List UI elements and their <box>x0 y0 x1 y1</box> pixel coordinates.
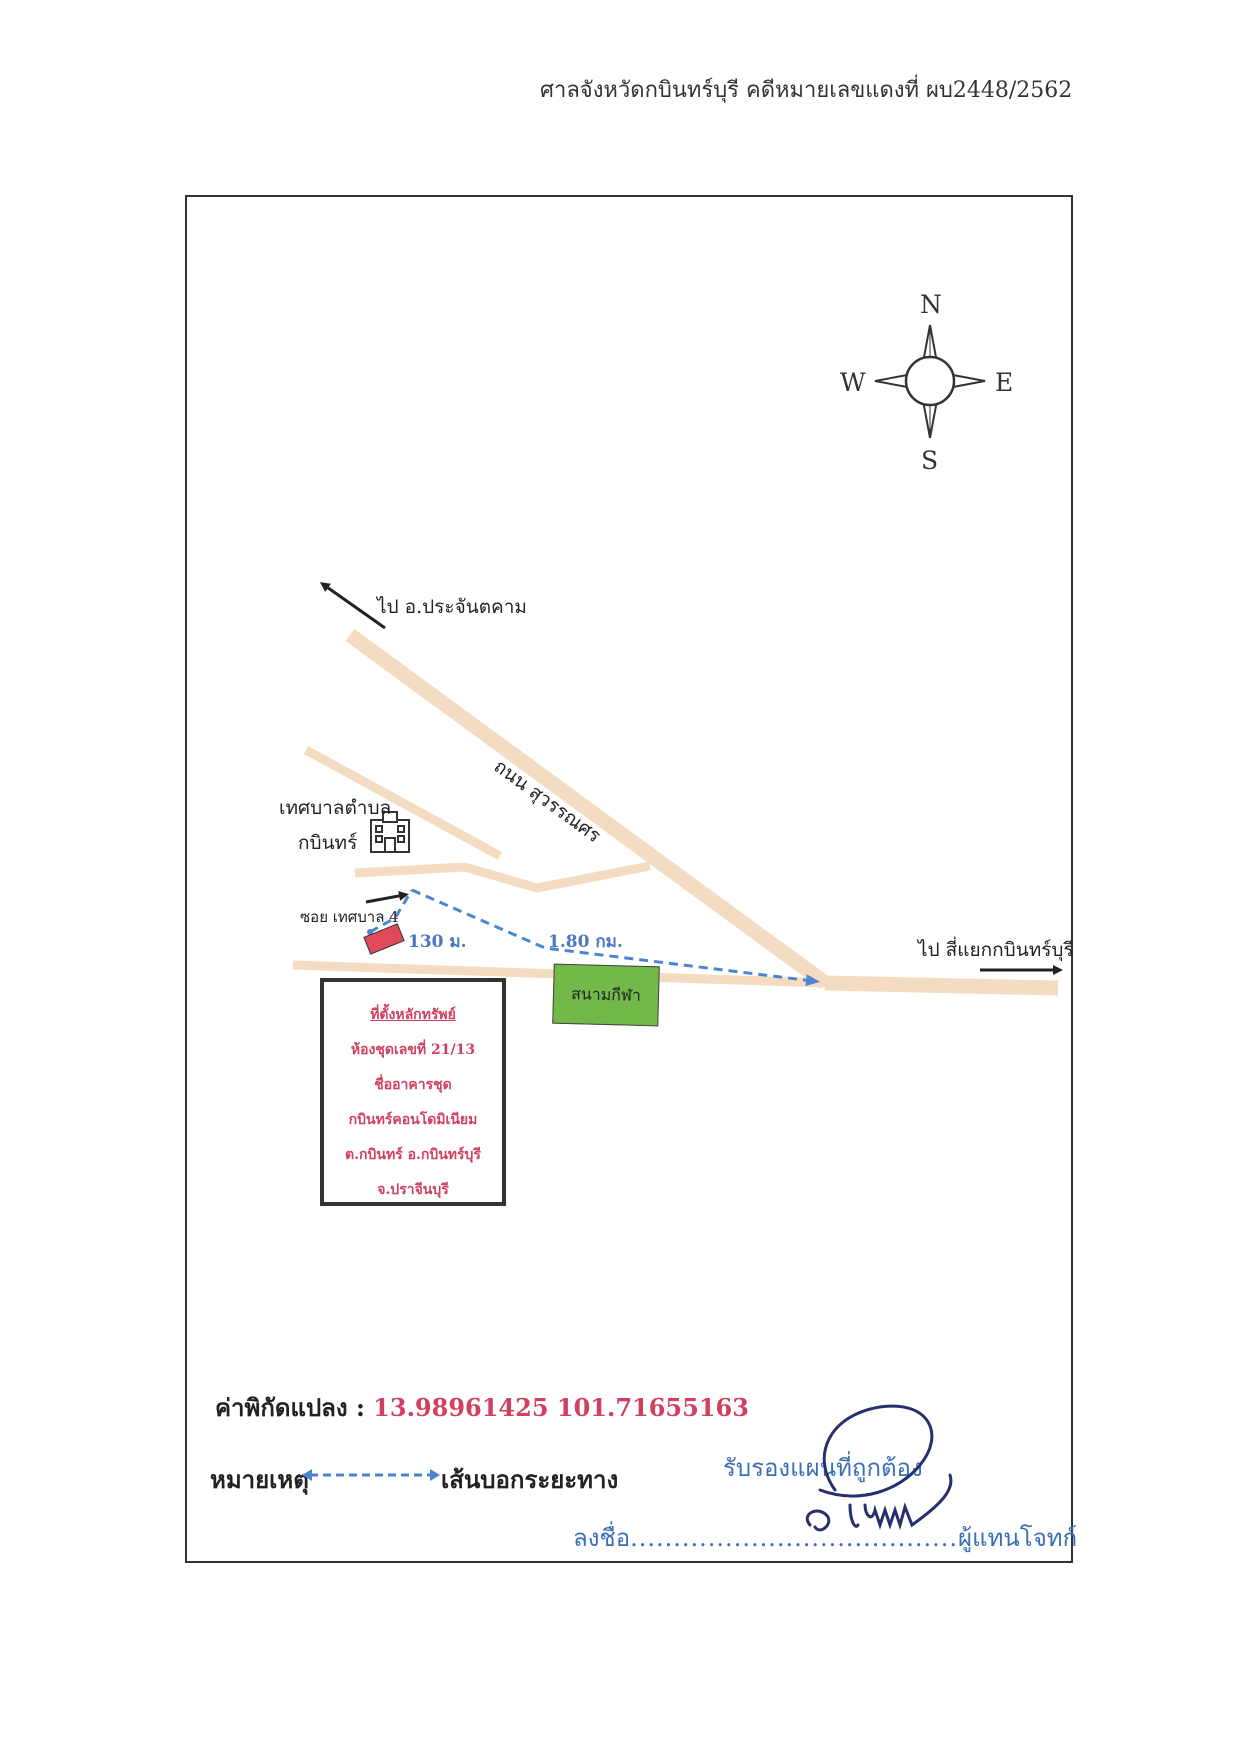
arrow-to-prachantakham <box>319 582 386 630</box>
route <box>369 888 820 987</box>
side-road-upper <box>303 746 503 860</box>
legend-label: หมายเหตุ <box>210 1465 309 1494</box>
property-title: ที่ตั้งหลักทรัพย์ <box>370 1007 456 1023</box>
property-info-box: ที่ตั้งหลักทรัพย์ ห้องชุดเลขที่ 21/13 ชื… <box>320 978 506 1206</box>
map-frame <box>185 195 1073 1563</box>
compass-south: S <box>921 446 939 475</box>
sign-suffix: ผู้แทนโจทก์ <box>958 1524 1078 1552</box>
label-distance-130m: 130 ม. <box>408 932 467 952</box>
building-icon <box>370 811 410 853</box>
signature-icon <box>805 1404 953 1532</box>
roads <box>292 628 1059 996</box>
main-road <box>345 628 830 990</box>
stadium: สนามกีฬา <box>552 963 660 1027</box>
property-building-label: ชื่ออาคารชุด <box>374 1077 452 1093</box>
property-marker <box>363 923 405 955</box>
label-soi: ซอย เทศบาล 4 <box>300 908 399 926</box>
sign-dots: ...................................... <box>630 1524 959 1552</box>
legend-description: เส้นบอกระยะทาง <box>441 1465 619 1494</box>
coordinates-value: 13.98961425 101.71655163 <box>373 1393 749 1422</box>
route-start-dot <box>367 929 373 935</box>
property-location: ต.กบินทร์ อ.กบินทร์บุรี <box>345 1147 481 1163</box>
property-room: ห้องชุดเลขที่ 21/13 <box>350 1042 476 1058</box>
sign-prefix: ลงชื่อ <box>573 1524 631 1552</box>
property-province: จ.ปราจีนบุรี <box>377 1182 449 1198</box>
label-distance-1-80km: 1.80 กม. <box>548 932 623 952</box>
route-long <box>411 888 820 987</box>
compass-east: E <box>995 368 1014 397</box>
arrow-soi <box>365 890 409 904</box>
coordinates-label: ค่าพิกัดแปลง : <box>215 1393 365 1422</box>
label-municipality-1: เทศบาลตำบล <box>279 797 392 819</box>
compass-west: W <box>840 368 866 397</box>
direction-arrows <box>319 582 1063 975</box>
label-to-prachantakham: ไป อ.ประจันตคาม <box>377 596 527 618</box>
legend-route-icon <box>302 1469 440 1481</box>
signature-line: ลงชื่อ..................................… <box>573 1518 1077 1557</box>
property-building-name: กบินทร์คอนโดมิเนียม <box>348 1112 478 1128</box>
stadium-label: สนามกีฬา <box>570 984 642 1005</box>
compass-rose <box>874 324 986 439</box>
label-municipality-2: กบินทร์ <box>298 832 358 854</box>
court-case-header: ศาลจังหวัดกบินทร์บุรี คดีหมายเลขแดงที่ ผ… <box>540 78 1073 103</box>
label-to-kabin-junction: ไป สี่แยกกบินทร์บุรี <box>918 939 1074 961</box>
coordinates: ค่าพิกัดแปลง : 13.98961425 101.71655163 <box>215 1388 749 1427</box>
main-road-east <box>824 975 1059 996</box>
compass-north: N <box>920 290 942 319</box>
route-short <box>369 889 414 934</box>
connector-road <box>354 861 651 893</box>
